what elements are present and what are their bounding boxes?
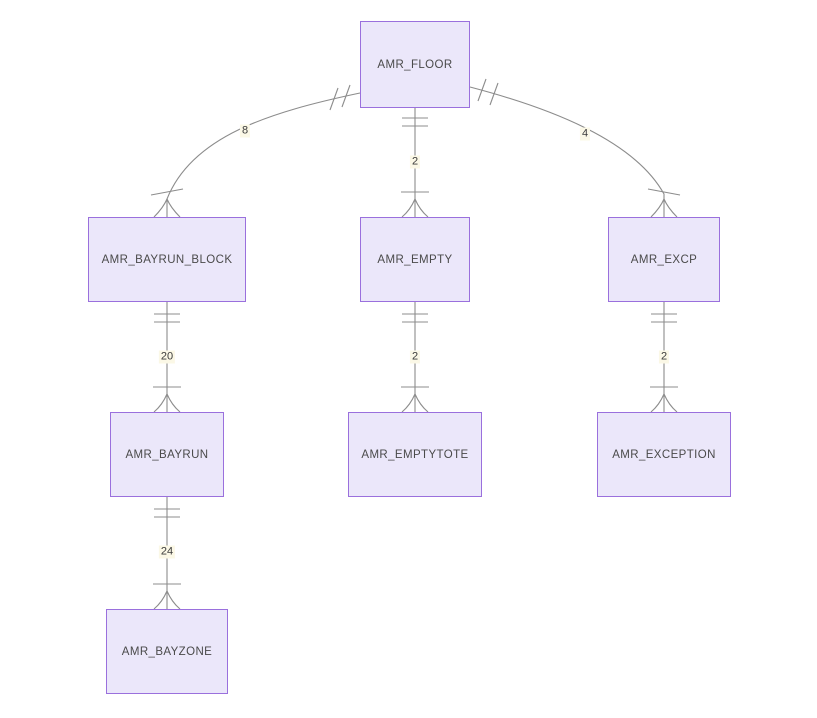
crow-foot-icon <box>153 198 168 218</box>
one-tick-icon <box>477 78 487 102</box>
crow-foot-icon <box>663 393 678 413</box>
cardinality-label-excp-exception: 2 <box>658 350 670 364</box>
cardinality-label-empty-emptytote: 2 <box>409 350 421 364</box>
entity-amr-bayrun[interactable]: AMR_BAYRUN <box>110 412 224 497</box>
edge-floor-bayrun-block[interactable] <box>150 84 361 218</box>
crow-foot-icon <box>153 590 168 610</box>
entity-amr-bayzone[interactable]: AMR_BAYZONE <box>106 609 228 694</box>
edge-floor-excp[interactable] <box>469 78 681 218</box>
cardinality-label-bayrun-block-bayrun: 20 <box>158 350 176 364</box>
one-tick-icon <box>489 82 499 106</box>
entity-amr-floor[interactable]: AMR_FLOOR <box>360 21 470 108</box>
crow-foot-icon <box>166 198 181 218</box>
entity-amr-empty[interactable]: AMR_EMPTY <box>360 217 470 302</box>
crow-foot-icon <box>166 393 181 413</box>
one-tick-icon <box>150 188 184 196</box>
one-tick-icon <box>329 87 339 111</box>
crow-foot-icon <box>153 393 168 413</box>
crow-foot-icon <box>414 393 429 413</box>
cardinality-label-floor-excp: 4 <box>579 127 591 141</box>
one-tick-icon <box>647 188 681 196</box>
entity-amr-emptytote[interactable]: AMR_EMPTYTOTE <box>348 412 482 497</box>
cardinality-label-bayrun-bayzone: 24 <box>158 545 176 559</box>
crow-foot-icon <box>650 198 665 218</box>
crow-foot-icon <box>650 393 665 413</box>
cardinality-label-floor-empty: 2 <box>409 155 421 169</box>
crow-foot-icon <box>166 590 181 610</box>
crow-foot-icon <box>401 198 416 218</box>
crow-foot-icon <box>663 198 678 218</box>
relationship-line[interactable] <box>166 92 361 217</box>
cardinality-label-floor-bayrun-block: 8 <box>239 124 251 138</box>
entity-amr-bayrun-block[interactable]: AMR_BAYRUN_BLOCK <box>88 217 246 302</box>
entity-amr-exception[interactable]: AMR_EXCEPTION <box>597 412 731 497</box>
relationship-line[interactable] <box>469 86 665 217</box>
entity-amr-excp[interactable]: AMR_EXCP <box>608 217 720 302</box>
edge-bayrun-block-bayrun[interactable] <box>153 302 181 413</box>
crow-foot-icon <box>401 393 416 413</box>
one-tick-icon <box>341 84 351 108</box>
crow-foot-icon <box>414 198 429 218</box>
